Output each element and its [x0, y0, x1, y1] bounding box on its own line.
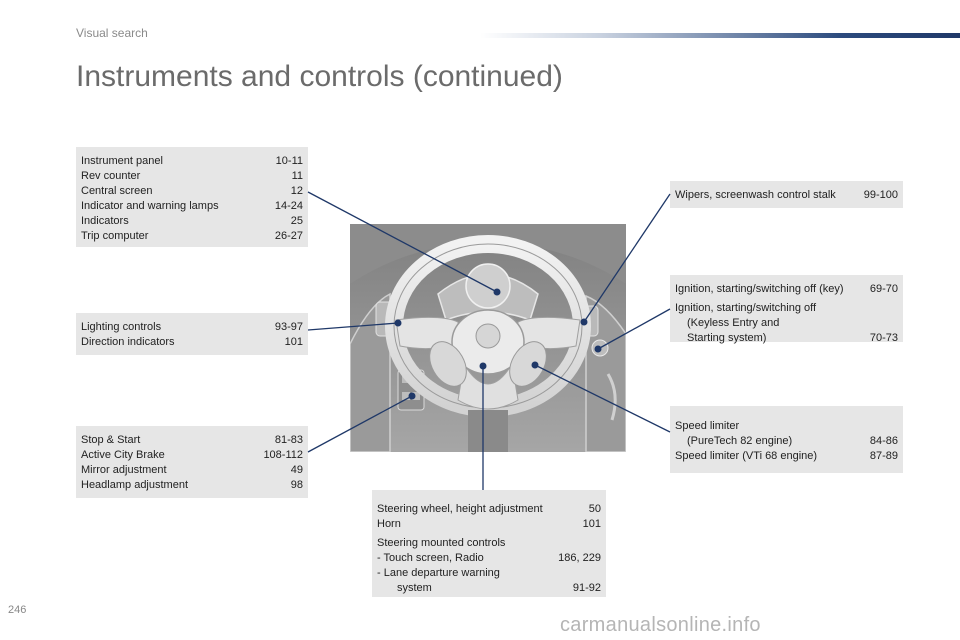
header-bar: [480, 33, 960, 38]
section-label: Visual search: [76, 26, 148, 40]
watermark: carmanualsonline.info: [560, 614, 761, 636]
ignition-box: Ignition, starting/switching off (key)69…: [670, 275, 903, 344]
list-item[interactable]: Speed limiter (VTi 68 engine)87-89: [675, 450, 898, 462]
list-item[interactable]: Ignition, starting/switching off (key)69…: [675, 283, 898, 295]
list-item[interactable]: Ignition, starting/switching off (Keyles…: [675, 302, 898, 344]
page-number: 246: [8, 604, 27, 616]
steering-wheel-illustration: [350, 224, 626, 452]
list-item[interactable]: Speed limiter (PureTech 82 engine)84-86: [675, 420, 898, 447]
list-item[interactable]: Steering mounted controls - Touch screen…: [377, 537, 601, 594]
speed-limiter-box: Speed limiter (PureTech 82 engine)84-86 …: [670, 406, 903, 473]
page-title: Instruments and controls (continued): [76, 60, 563, 93]
